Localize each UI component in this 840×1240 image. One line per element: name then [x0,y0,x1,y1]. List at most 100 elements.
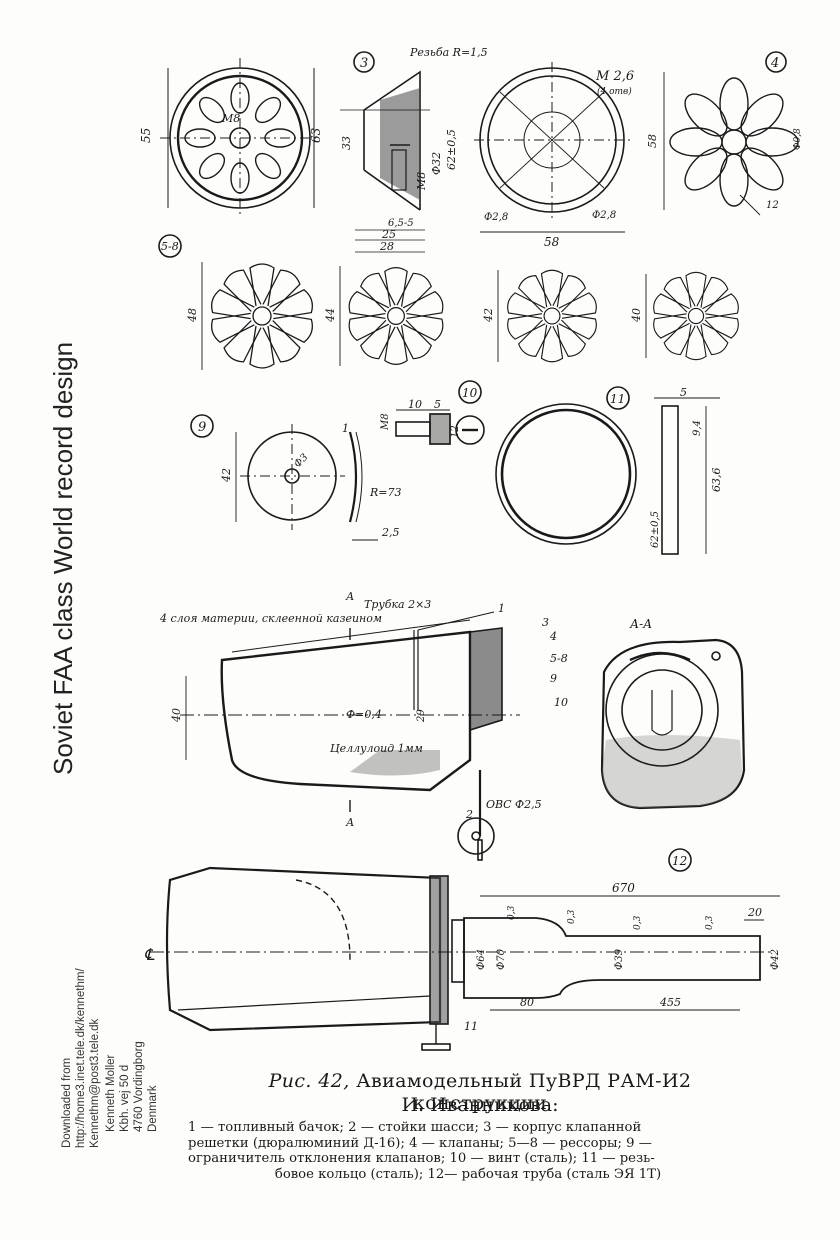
dim-pipe-455: 455 [659,996,681,1009]
dim-ring-62: 62±0,5 [650,511,661,548]
dim-petal-58: 58 [646,134,659,148]
dim-body-32: Ф32 [430,152,443,175]
legend-line: ограничитель отклонения клапанов; 10 — в… [188,1151,655,1167]
dim-limiter-r: R=73 [369,486,402,499]
figure-author: И. Иванникова: [401,1094,559,1116]
dim-body-33: 33 [340,136,353,150]
dim-limiter-42: 42 [220,468,233,483]
dim-pipe-11: 11 [464,1020,478,1033]
part-10-label: 10 [462,386,478,400]
dim-petal-12: 12 [766,200,779,211]
callout-10: 10 [554,696,568,709]
callout-2: 2 [465,808,473,821]
callout-4: 4 [549,630,557,643]
note-gear-wire: ОВС Ф2,5 [486,798,542,811]
dim-ring-5: 5 [680,386,687,399]
part-5-8-marker [158,234,182,258]
legend-line: решетки (дюралюминий Д-16); 4 — клапаны;… [188,1135,652,1151]
dim-ring-94: 9,4 [692,420,703,436]
dim-spring-40: 40 [630,308,643,323]
valve-petals-view [663,72,799,216]
figure-legend: 1 — топливный бачок; 2 — стойки шасси; 3… [188,1120,748,1182]
dim-body-thread: Резьба R=1,5 [409,46,488,59]
dim-pipe-20: 20 [747,906,762,919]
section-marker-bottom: А [345,816,354,829]
dim-body-m8: М8 [415,172,428,191]
dim-limiter-hole: Ф3 [292,452,310,470]
part-9-marker [190,414,214,438]
section-label: А-А [629,617,652,631]
dim-screw-m8: М8 [380,413,391,431]
centerline-symbol-icon: ℄ [144,945,155,964]
dim-screw-5: 5 [434,398,441,411]
dim-screw-10: 10 [408,398,422,411]
dim-ring-58: 58 [544,235,560,249]
dim-ring-m: М 2,6 [595,69,634,84]
dim-pipe-t3: 0,3 [633,915,643,930]
legend-line: бовое кольцо (сталь); 12— рабочая труба … [274,1166,662,1182]
dim-ring-hole2: Ф2,8 [592,210,616,221]
part-5-8-label: 5-8 [161,240,179,253]
dim-body-25: 25 [381,228,396,241]
dim-body-28: 28 [379,240,394,253]
part-11-label: 11 [610,392,625,406]
figure-label: Рис. 42, [268,1070,350,1092]
section-a-a [600,638,746,810]
dim-pipe-670: 670 [612,881,635,895]
dim-pipe-39: Ф39 [614,948,625,970]
part-9-label: 9 [198,420,206,435]
callout-9: 9 [550,672,557,685]
dim-ring-636: 63,6 [710,468,723,493]
note-tank-layers: 4 слоя материи, склеенной казеином [159,612,382,625]
dim-spring-48: 48 [186,308,199,323]
limiter-view [235,424,378,541]
dim-pipe-t1: 0,3 [507,905,517,920]
dim-body-62: 62±0,5 [445,129,458,170]
dim-tank-phi: Ф=0,4 [346,708,382,721]
valve-body-section [340,70,430,253]
dim-ring-m-note: (4 отв) [597,86,632,97]
spring-views [201,262,742,370]
part-4-marker [765,51,787,73]
part-3-label: 3 [360,56,368,71]
figure-title: Рис. 42, Авиамодельный ПуВРД РАМ-И2 конс… [200,1070,760,1114]
legend-line: 1 — топливный бачок; 2 — стойки шасси; 3… [188,1120,642,1135]
dim-tank-29: 29 [416,709,427,723]
dim-grid-outer: 63 [309,127,323,143]
dim-ring-hole1: Ф2,8 [484,212,508,223]
screw-view [395,409,485,445]
dim-limiter-1: 1 [342,422,349,435]
dim-body-65: 6,5-5 [388,218,414,229]
dim-petal-d: Ф0,8 [793,128,803,150]
callout-1: 1 [498,602,505,615]
thread-ring-view [495,397,720,555]
callout-5-8: 5-8 [550,652,568,665]
dim-pipe-t2: 0,3 [567,909,577,924]
valve-grid-view [160,58,320,218]
part-3-marker [353,51,375,73]
dim-tank-40: 40 [170,708,183,723]
engine-assembly-view [150,866,780,1051]
dim-spring-44: 44 [324,308,337,323]
dim-screw-12: 12 [450,425,461,438]
note-celluloid: Целлулоид 1мм [330,742,423,755]
note-tube: Трубка 2×3 [364,598,431,611]
part-12-marker [668,848,692,872]
part-11-marker [606,386,630,410]
section-marker-top: А [345,590,354,603]
assembly-section [180,611,520,861]
dim-pipe-t4: 0,3 [705,915,715,930]
dim-limiter-t: 2,5 [381,526,400,539]
part-4-label: 4 [770,56,779,71]
dim-pipe-70: Ф70 [496,948,507,970]
dim-pipe-42: Ф42 [770,949,781,970]
dim-grid-inner: 55 [139,128,153,143]
callout-3: 3 [542,616,549,629]
part-10-marker [458,380,482,404]
dim-pipe-80: 80 [520,996,534,1009]
part-12-label: 12 [672,854,687,868]
dim-grid-thread: М8 [221,112,240,125]
dim-spring-42: 42 [482,308,495,323]
